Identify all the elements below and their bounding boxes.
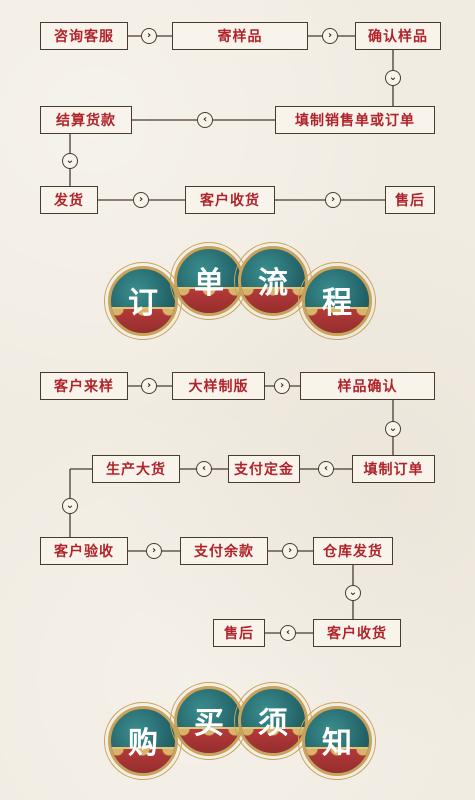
step-fill-order: 填制销售单或订单 [275,106,435,134]
title-medal: 程 [298,262,376,340]
arrow-right-icon: › [322,28,338,44]
title-char: 知 [322,726,352,761]
step-confirm-sample: 确认样品 [355,22,441,50]
step-customer-accept: 客户验收 [40,537,128,565]
step-pay-balance: 支付余款 [180,537,268,565]
arrow-down-icon: ⌄ [345,585,361,601]
step-after-sales: 售后 [385,186,435,214]
title-medal: 知 [298,702,376,780]
arrow-down-icon: ⌄ [62,153,78,169]
step-settle-payment: 结算货款 [40,106,132,134]
arrow-right-icon: › [146,543,162,559]
step-pay-deposit: 支付定金 [228,455,300,483]
title-medal: 须 [234,682,312,760]
step-warehouse-ship: 仓库发货 [313,537,393,565]
title-medal: 订 [104,262,182,340]
step-large-plate: 大样制版 [172,372,265,400]
arrow-down-icon: ⌄ [62,498,78,514]
title-medal: 单 [170,242,248,320]
step-sample-confirm: 样品确认 [300,372,435,400]
arrow-down-icon: ⌄ [385,70,401,86]
arrow-left-icon: ‹ [196,461,212,477]
arrow-right-icon: › [141,28,157,44]
title-char: 流 [258,266,288,301]
title-char: 订 [128,286,158,321]
arrow-left-icon: ‹ [280,625,296,641]
title-char: 单 [194,266,224,301]
title-char: 须 [258,706,288,741]
step-customer-receive: 客户收货 [313,619,401,647]
title-medal: 流 [234,242,312,320]
arrow-left-icon: ‹ [197,112,213,128]
arrow-right-icon: › [282,543,298,559]
step-ship: 发货 [40,186,98,214]
step-send-sample: 寄样品 [172,22,308,50]
title-char: 程 [322,286,352,321]
step-customer-sample: 客户来样 [40,372,128,400]
step-mass-production: 生产大货 [92,455,180,483]
arrow-right-icon: › [325,192,341,208]
title-medal: 购 [104,702,182,780]
arrow-right-icon: › [133,192,149,208]
title-char: 买 [194,706,224,741]
step-after-sales: 售后 [213,619,265,647]
step-fill-order: 填制订单 [352,455,435,483]
step-consult-service: 咨询客服 [40,22,128,50]
title-medal: 买 [170,682,248,760]
arrow-right-icon: › [274,378,290,394]
arrow-left-icon: ‹ [318,461,334,477]
title-char: 购 [128,726,158,761]
arrow-down-icon: ⌄ [385,421,401,437]
arrow-right-icon: › [141,378,157,394]
step-customer-receive: 客户收货 [185,186,275,214]
